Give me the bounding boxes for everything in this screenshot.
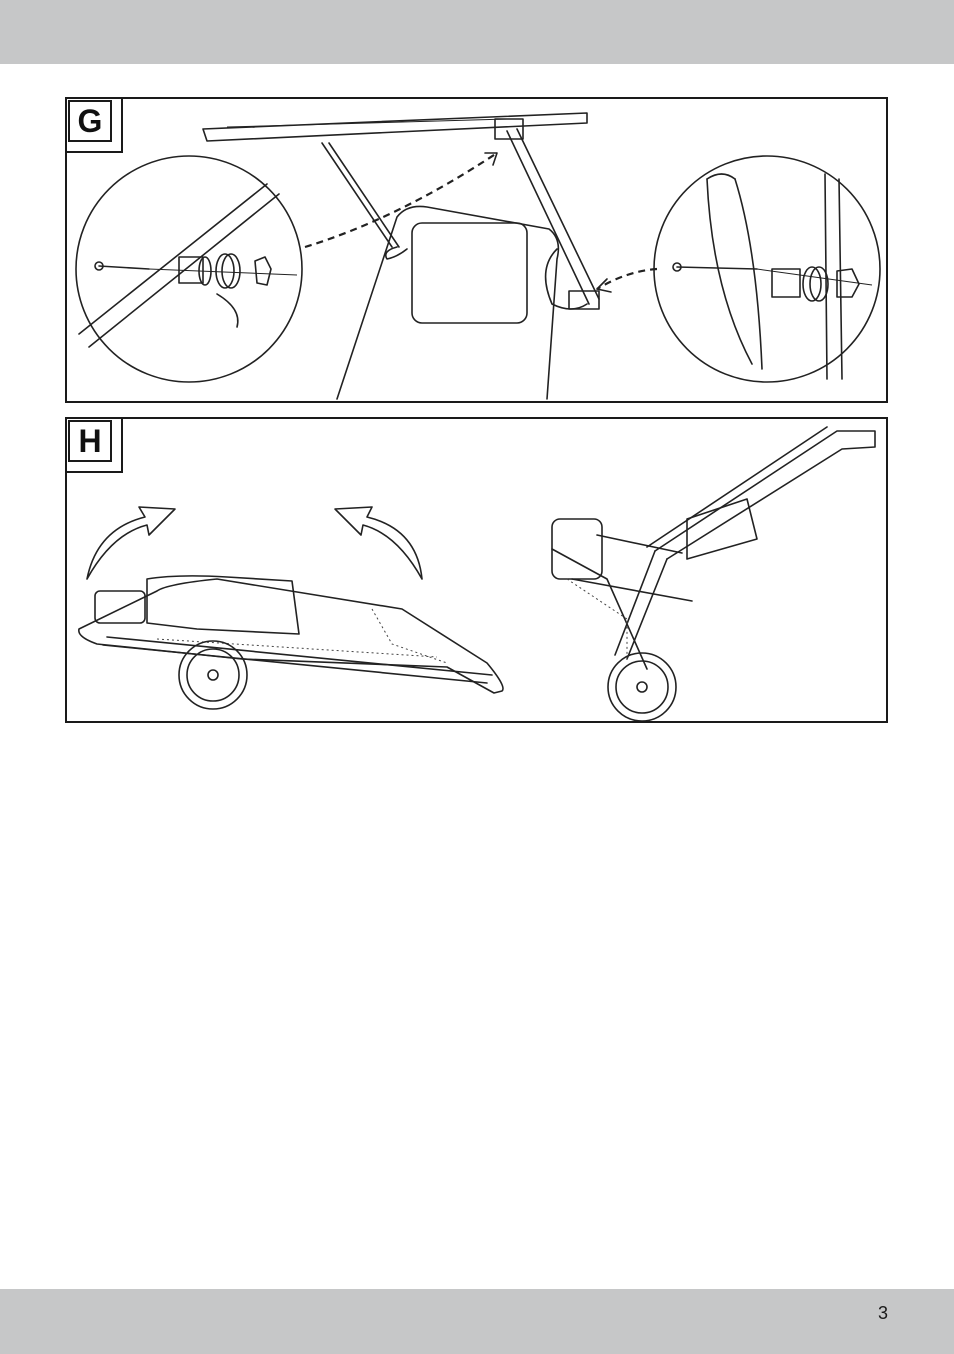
header-band bbox=[0, 0, 954, 64]
detail-circle-right bbox=[654, 156, 880, 382]
chair-flat bbox=[79, 576, 503, 709]
illustration-h-fold-to-trolley bbox=[67, 419, 888, 723]
panel-g: G bbox=[65, 97, 888, 403]
footer-band bbox=[0, 1289, 954, 1354]
curved-arrow-right bbox=[335, 507, 422, 579]
dashed-arrow-top bbox=[305, 153, 497, 247]
curved-arrow-left bbox=[87, 507, 175, 579]
step-tab-g: G bbox=[67, 99, 123, 153]
page-number: 3 bbox=[878, 1303, 888, 1324]
wheel-right bbox=[608, 653, 676, 721]
detail-circle-left bbox=[76, 156, 302, 382]
panel-h: H bbox=[65, 417, 888, 723]
step-tab-h: H bbox=[67, 419, 123, 473]
step-label-g: G bbox=[68, 100, 112, 142]
step-label-h: H bbox=[68, 420, 112, 462]
illustration-g-attach-sunshade bbox=[67, 99, 888, 403]
chair-as-trolley bbox=[552, 427, 875, 721]
wheel-left bbox=[179, 641, 247, 709]
chair-with-sunshade bbox=[203, 113, 599, 399]
